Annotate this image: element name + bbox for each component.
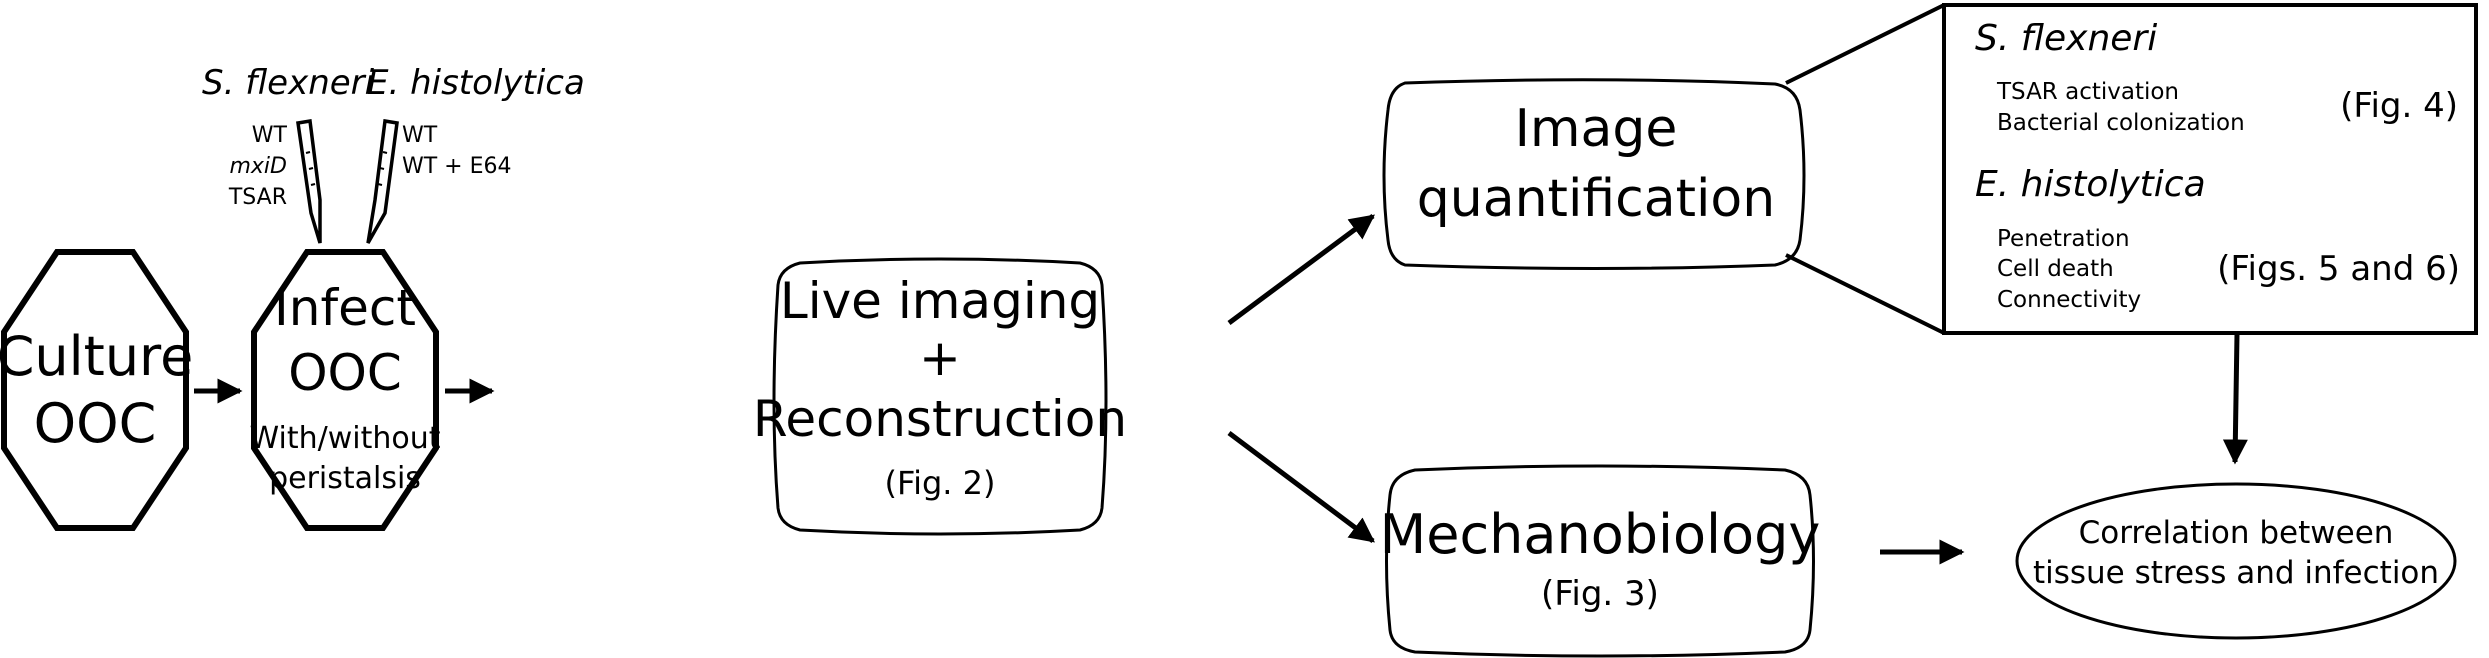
- mechanobiology-title: Mechanobiology: [1380, 503, 1821, 566]
- live-imaging-node: Live imaging + Reconstruction (Fig. 2): [753, 257, 1127, 536]
- arrow-results-to-correlation: [2222, 333, 2248, 465]
- correlation-line1: Correlation between: [2079, 515, 2394, 551]
- infect-sub-line1: With/without: [249, 421, 440, 456]
- results-e-histolytica-title: E. histolytica: [1975, 164, 2206, 205]
- mechanobiology-shape: [1385, 464, 1815, 658]
- live-imaging-ref: (Fig. 2): [885, 464, 996, 502]
- correlation-line2: tissue stress and infection: [2033, 555, 2439, 591]
- connector-line-top: [1785, 3, 1945, 85]
- image-quantification-node: Image quantification: [1382, 78, 1806, 270]
- s-flexneri-strain-tsar: TSAR: [228, 185, 287, 210]
- correlation-ellipse-shape: [2015, 482, 2457, 640]
- live-imaging-line1: Live imaging: [780, 272, 1100, 330]
- image-quantification-shape: [1382, 78, 1806, 270]
- correlation-node: Correlation between tissue stress and in…: [2015, 482, 2457, 640]
- results-s-flexneri-title: S. flexneri: [1975, 18, 2157, 59]
- live-imaging-line2: +: [919, 329, 961, 387]
- results-s-flexneri-item-1: TSAR activation: [1996, 79, 2179, 105]
- culture-label-line2: OOC: [34, 392, 157, 455]
- infect-label-line1: Infect: [274, 279, 416, 337]
- results-box: S. flexneri TSAR activation Bacterial co…: [1942, 3, 2478, 335]
- results-e-histolytica-item-2: Cell death: [1997, 256, 2114, 282]
- results-box-frame: [1942, 3, 2478, 335]
- results-s-flexneri-item-2: Bacterial colonization: [1997, 110, 2245, 136]
- pipette-icon-s-flexneri: [296, 118, 322, 244]
- infect-sub-line2: peristalsis: [269, 461, 421, 496]
- live-imaging-shape: [772, 257, 1108, 536]
- pipette-icon-e-histolytica: [366, 118, 399, 244]
- mechanobiology-ref: (Fig. 3): [1541, 574, 1659, 614]
- e-histolytica-strain-wt-e64: WT + E64: [402, 154, 512, 179]
- infect-ooc-node: Infect OOC With/without peristalsis: [249, 249, 441, 531]
- arrow-live-imaging-to-mechanobiology: [1227, 431, 1375, 543]
- image-quantification-line2: quantification: [1417, 169, 1775, 229]
- connector-line-bottom: [1785, 253, 1945, 335]
- s-flexneri-label: S. flexneri: [202, 63, 375, 103]
- culture-label-line1: Culture: [0, 325, 193, 388]
- image-quantification-line1: Image: [1515, 99, 1678, 159]
- mechanobiology-node: Mechanobiology (Fig. 3): [1380, 464, 1821, 658]
- e-histolytica-strain-wt: WT: [402, 123, 438, 148]
- culture-octagon-shape: [1, 249, 189, 531]
- arrow-live-imaging-to-image-quantification: [1227, 213, 1376, 326]
- e-histolytica-label: E. histolytica: [367, 63, 585, 103]
- results-e-histolytica-item-3: Connectivity: [1997, 287, 2141, 313]
- live-imaging-line3: Reconstruction: [753, 390, 1127, 448]
- culture-ooc-node: Culture OOC: [0, 249, 193, 531]
- s-flexneri-strain-mxid: mxiD: [229, 154, 287, 179]
- results-e-histolytica-item-1: Penetration: [1997, 226, 2130, 252]
- results-e-histolytica-ref: (Figs. 5 and 6): [2217, 249, 2460, 289]
- results-s-flexneri-ref: (Fig. 4): [2340, 86, 2458, 126]
- infect-label-line2: OOC: [288, 344, 402, 402]
- s-flexneri-strain-wt: WT: [252, 123, 288, 148]
- infect-octagon-shape: [251, 249, 439, 531]
